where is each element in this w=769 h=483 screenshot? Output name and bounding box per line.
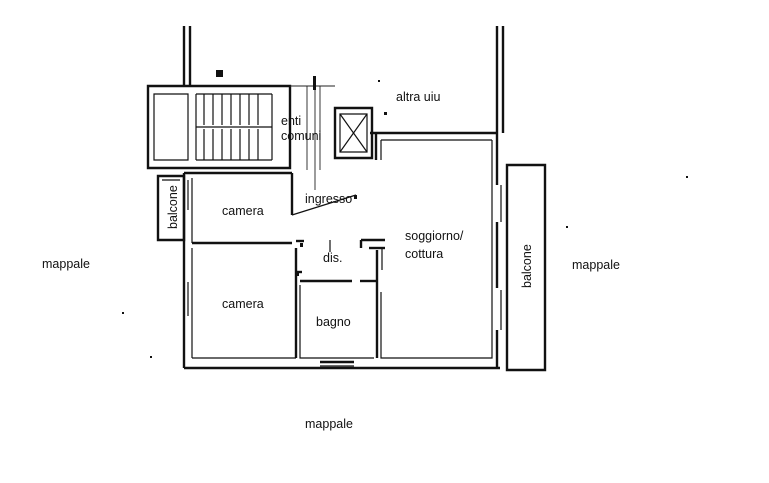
label-comuni: comuni [281,129,321,143]
label-ingresso: ingresso [305,192,352,206]
label-cottura: cottura [405,247,443,261]
drawing-marks [122,70,688,358]
label-camera-bottom: camera [222,297,264,311]
balcony-right [500,163,547,372]
label-balcone-left: balcone [166,185,180,229]
boundary-walls [182,26,505,133]
common-area-walls [290,78,335,190]
label-camera-top: camera [222,204,264,218]
label-soggiorno: soggiorno/ [405,229,464,243]
label-altra-uiu: altra uiu [396,90,441,104]
elevator-shaft [333,106,374,160]
label-enti: enti [281,114,301,128]
label-mappale-left: mappale [42,257,90,271]
exterior-walls [182,131,500,370]
label-bagno: bagno [316,315,351,329]
label-balcone-right: balcone [520,244,534,288]
stairwell [146,84,292,170]
label-dis: dis. [323,251,342,265]
balcony-left [156,174,189,242]
interior-walls [191,133,493,367]
label-mappale-bottom: mappale [305,417,353,431]
label-mappale-right: mappale [572,258,620,272]
